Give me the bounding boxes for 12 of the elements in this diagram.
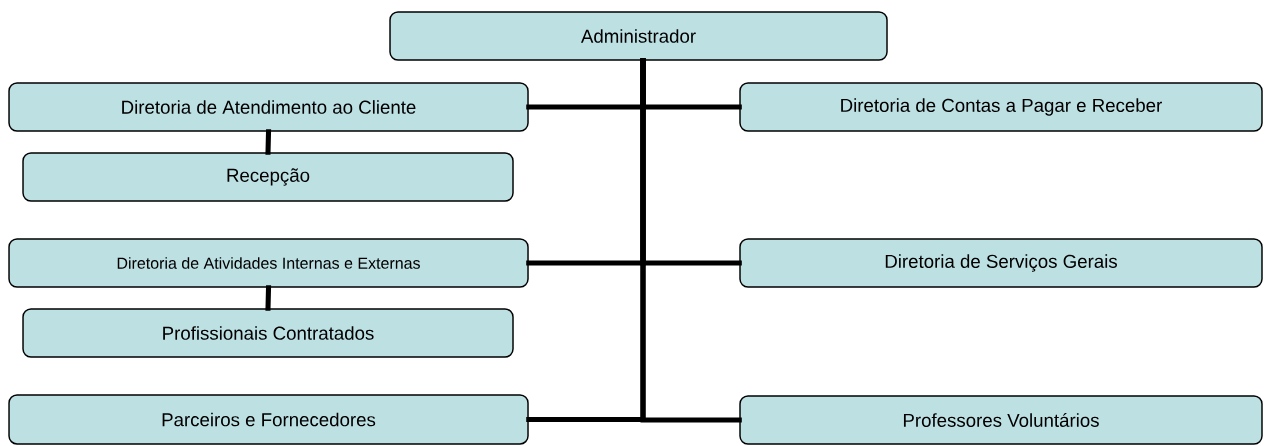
org-box: Recepção <box>22 152 514 202</box>
org-box: Parceiros e Fornecedores <box>8 394 529 445</box>
org-box: Diretoria de Atividades Internas e Externas <box>8 238 529 288</box>
org-box: Professores Voluntários <box>739 395 1263 445</box>
org-box: Diretoria de Contas a Pagar e Receber <box>739 82 1263 132</box>
org-box: Administrador <box>389 11 888 61</box>
connector-line <box>640 58 742 423</box>
org-box: Diretoria de Atendimento ao Cliente <box>8 82 529 132</box>
org-box: Profissionais Contratados <box>22 308 514 358</box>
connector-line <box>265 285 272 311</box>
connector-line <box>265 129 272 155</box>
org-box: Diretoria de Serviços Gerais <box>739 238 1263 288</box>
